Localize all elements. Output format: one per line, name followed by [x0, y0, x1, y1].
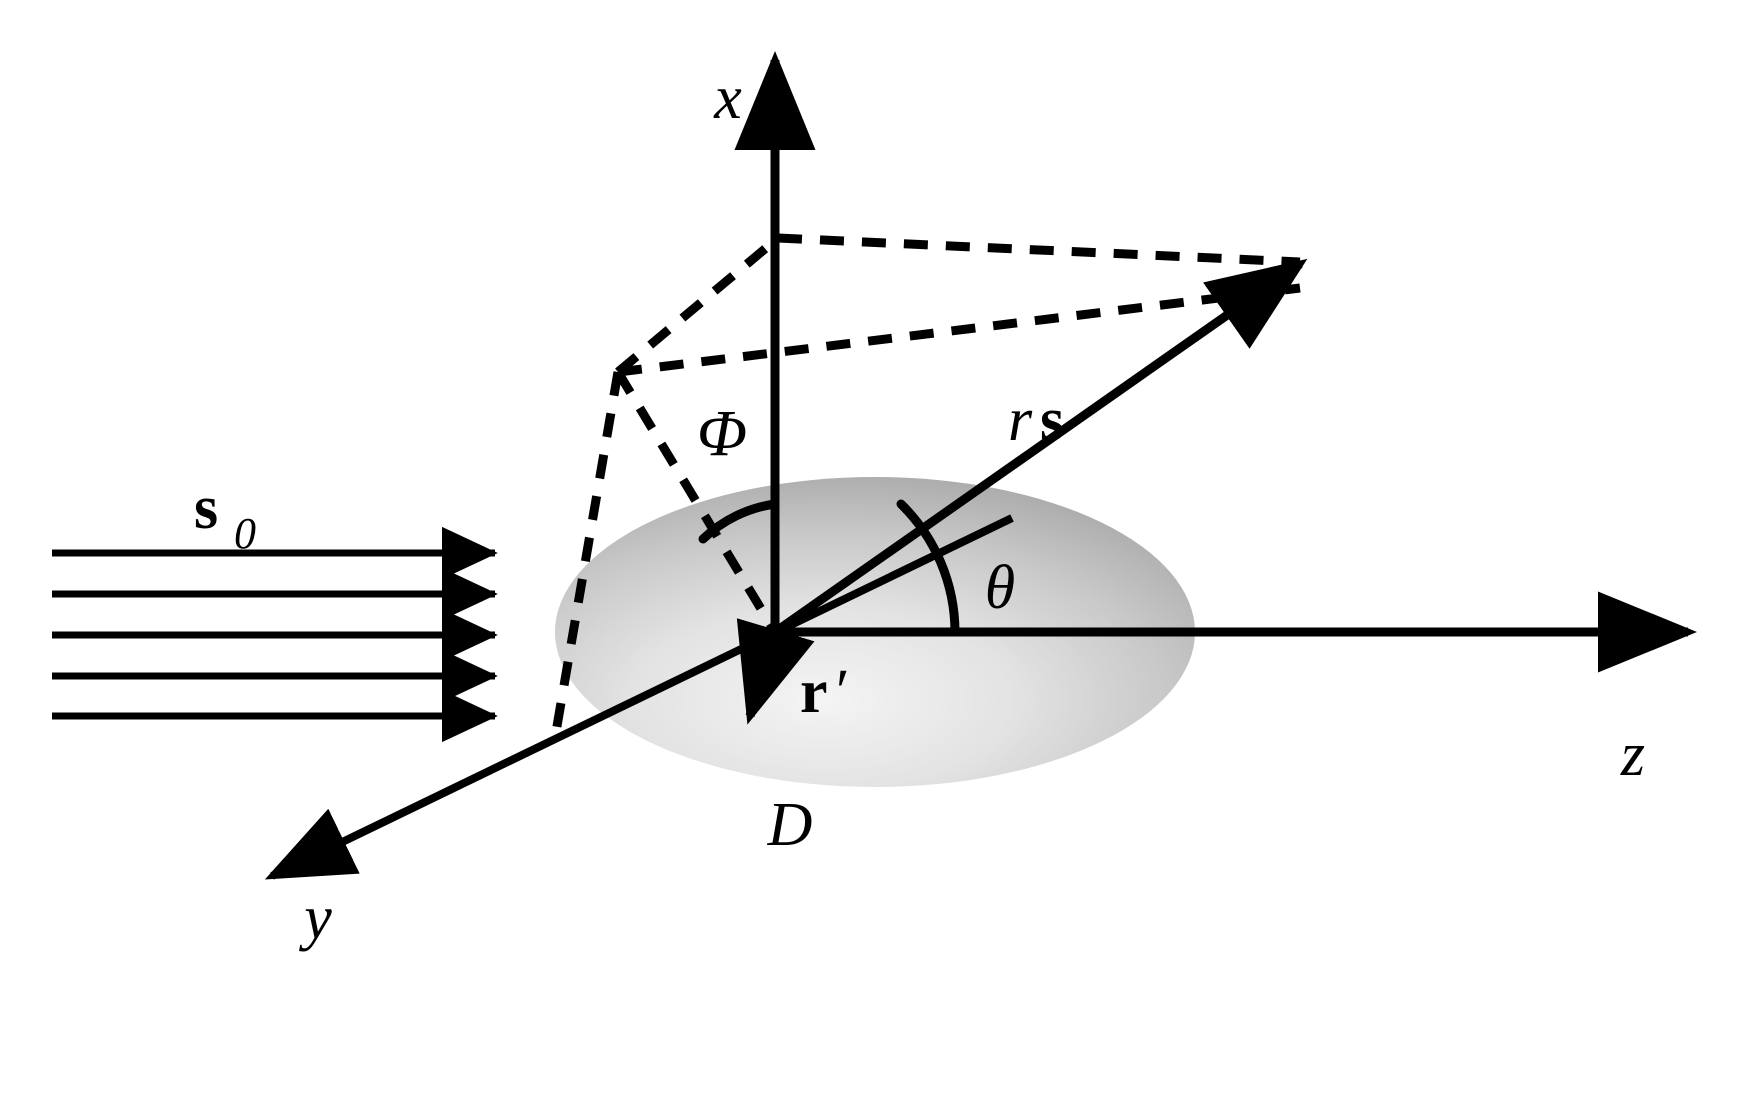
- dashed-construction-group: [551, 233, 1301, 733]
- vector-rs-group: [772, 258, 1308, 636]
- incident-beam-label-s: s: [194, 474, 218, 542]
- vector-r-prime-group: [736, 618, 815, 725]
- vector-r-prime-line: [736, 618, 815, 725]
- axis-y-group: [264, 514, 1014, 880]
- vector-r-prime-label: r ′: [800, 658, 850, 726]
- incident-beam-label: s 0: [194, 474, 256, 558]
- axis-x-label: x: [713, 64, 742, 132]
- vector-r-prime-label-r: r: [800, 658, 828, 726]
- angle-phi-arc: [698, 499, 780, 544]
- vector-rs-line: [772, 258, 1308, 636]
- domain-label: D: [767, 791, 813, 859]
- axis-y-label: y: [298, 884, 332, 952]
- angle-theta-arc: [896, 499, 960, 637]
- angle-phi-label: Φ: [697, 397, 747, 470]
- dashed-corner-to-rs-tip: [617, 283, 1301, 377]
- angle-theta-group: [896, 499, 960, 637]
- vector-rs-label: r s: [1008, 386, 1064, 454]
- dashed-corner-to-origin: [614, 369, 779, 635]
- dashed-corner-to-x-axis: [615, 234, 781, 376]
- axis-y-line: [264, 514, 1014, 880]
- angle-theta-label: θ: [985, 554, 1015, 622]
- incident-beam-group: [52, 526, 498, 743]
- axis-z-label: z: [1620, 721, 1645, 789]
- vector-rs-label-r: r: [1008, 386, 1033, 454]
- vector-rs-label-s: s: [1040, 386, 1064, 454]
- angle-phi-group: [698, 499, 780, 544]
- dashed-corner-vertical-drop: [551, 371, 623, 733]
- dashed-x-axis-to-rs-tip: [777, 233, 1301, 267]
- vector-r-prime-label-prime: ′: [836, 658, 850, 726]
- incident-beam-label-subscript: 0: [234, 509, 256, 558]
